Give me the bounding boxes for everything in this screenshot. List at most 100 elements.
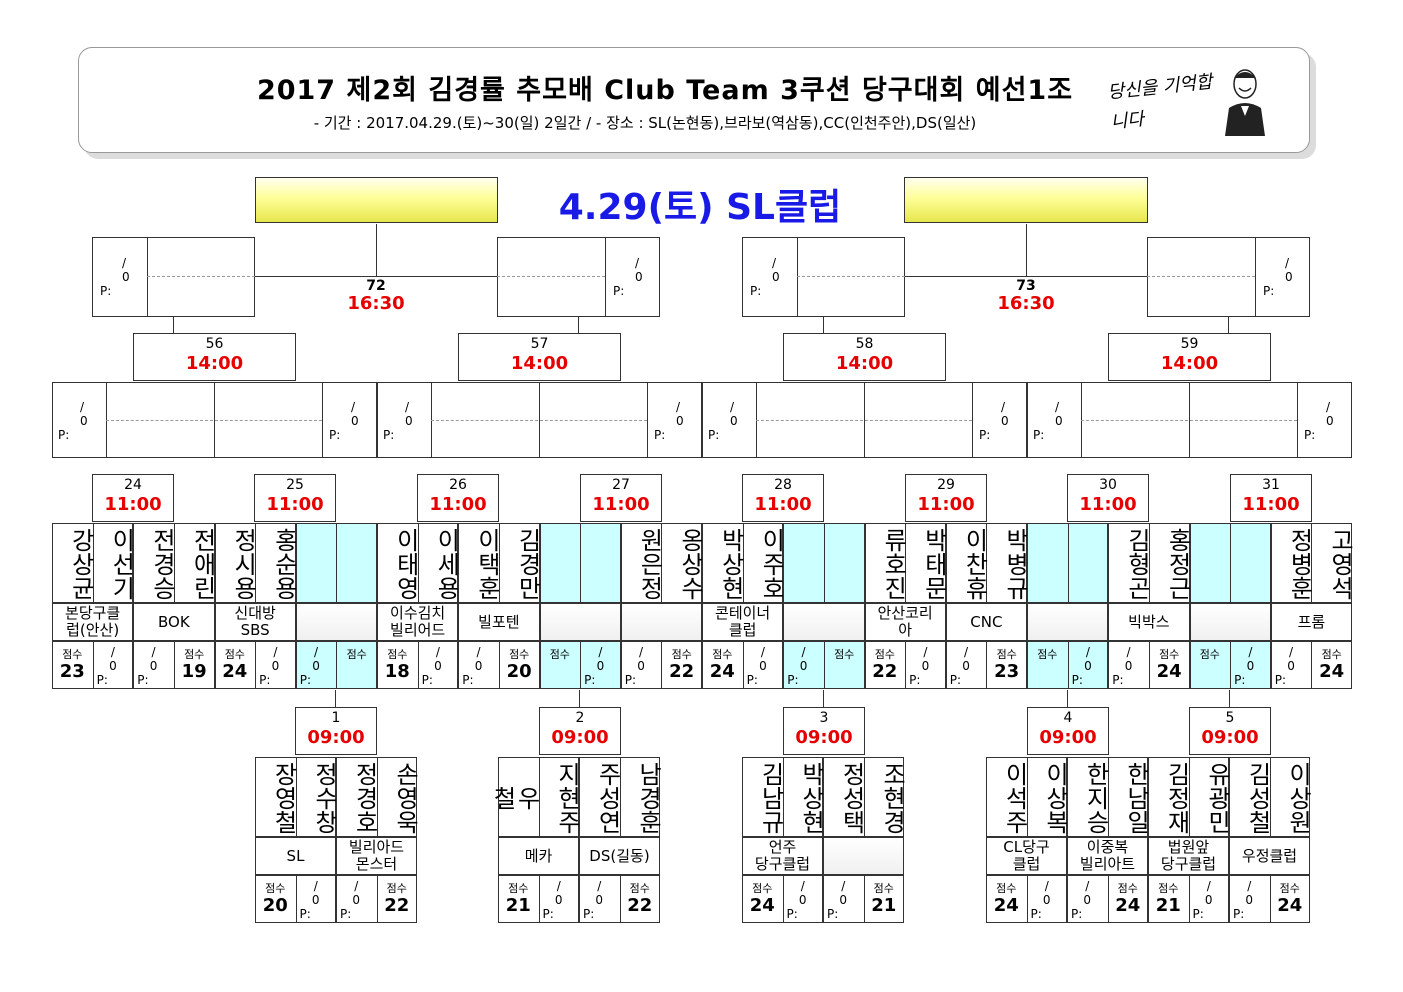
slot-text: /: [598, 645, 603, 659]
player-name: [580, 527, 621, 601]
player-name: 김남규: [756, 762, 785, 834]
player-name: 장영철: [269, 762, 298, 834]
score-divider: [336, 641, 338, 689]
player-name: 손영욱: [391, 762, 419, 834]
slot-text: P:: [383, 428, 395, 442]
slot-text: 0: [1246, 659, 1255, 673]
score-label: 점수: [549, 648, 570, 661]
slot-text: /: [635, 256, 640, 270]
score-divider: [905, 641, 907, 689]
club-line: 법원앞: [1167, 838, 1210, 856]
score-divider: [1148, 641, 1150, 689]
match-number: 4: [1063, 710, 1073, 726]
connector-line: [1229, 690, 1230, 707]
score-label: 점수: [1117, 882, 1138, 895]
club-line: 클럽: [728, 621, 757, 639]
connector-line: [578, 317, 579, 334]
slot-text: 0: [405, 414, 413, 428]
player-name: 김정재: [1162, 762, 1191, 834]
slot-text: P:: [329, 428, 341, 442]
slot-text: /: [1289, 645, 1294, 659]
name-divider: [1188, 757, 1190, 837]
slot-text: /: [923, 645, 928, 659]
dotted-divider: [147, 276, 255, 277]
club-name: 우정클럽: [1229, 837, 1310, 875]
player-name: 한지승: [1081, 762, 1110, 834]
slot-text: /: [801, 645, 806, 659]
empty-slot: /0: [579, 879, 620, 907]
dotted-divider: [497, 276, 605, 277]
score-divider: [1067, 641, 1069, 689]
slot-text: P:: [259, 673, 271, 687]
score-divider: [1107, 875, 1109, 923]
slot-text: P:: [340, 907, 352, 921]
club-line: 신대방: [234, 604, 276, 622]
score-label: 점수: [1037, 648, 1058, 661]
match-number: 28: [774, 477, 792, 493]
slot-text: P:: [1234, 673, 1246, 687]
slot-text: P:: [750, 284, 762, 298]
score-label: 점수: [184, 648, 205, 661]
connector-line: [376, 224, 377, 276]
club-name: [295, 603, 377, 641]
empty-slot: /0: [1108, 645, 1149, 673]
score-divider: [1269, 875, 1271, 923]
name-divider: [1067, 523, 1069, 603]
match-time: 11:00: [1079, 494, 1137, 515]
match-time: 14:00: [185, 353, 244, 374]
match-number: 57: [530, 336, 549, 352]
dotted-divider: [756, 420, 972, 421]
match-number: 30: [1099, 477, 1117, 493]
match-number: 29: [937, 477, 955, 493]
match-time: 09:00: [1039, 727, 1097, 748]
slot-text: P:: [584, 673, 596, 687]
empty-slot: /0: [1068, 645, 1109, 673]
slot-text: /: [435, 645, 440, 659]
empty-slot: /0: [946, 645, 987, 673]
player-name: 전애린: [188, 528, 217, 600]
slot-text: 0: [109, 659, 117, 673]
slot-text: /: [841, 879, 846, 893]
yellow-banner-left: [255, 177, 498, 223]
score-value: 20: [506, 661, 532, 682]
club-line: 빌리아드: [348, 838, 405, 856]
slot-text: 0: [1245, 893, 1254, 907]
match-number: 25: [286, 477, 304, 493]
slot-text: 0: [1001, 414, 1009, 428]
name-divider: [1230, 523, 1232, 603]
slot-text: P:: [1233, 907, 1245, 921]
slot-text: P:: [613, 284, 625, 298]
slot-text: P:: [1033, 428, 1045, 442]
player-name: 우 철: [488, 786, 541, 810]
slot-text: P:: [462, 673, 474, 687]
name-divider: [295, 757, 297, 837]
score-value: 21: [871, 895, 897, 916]
club-line: 빌리아트: [1079, 855, 1136, 873]
match-number: 5: [1225, 710, 1235, 726]
slot-text: /: [639, 645, 644, 659]
empty-slot: /0: [296, 879, 337, 907]
score-value: 24: [749, 895, 775, 916]
club-name: [823, 837, 904, 875]
name-divider: [92, 523, 94, 603]
player-name: 이상원: [1284, 762, 1312, 834]
score-label: 점수: [671, 648, 692, 661]
score-label: 점수: [1159, 648, 1180, 661]
club-line: 언주: [768, 838, 797, 856]
player-name: [1027, 527, 1068, 601]
slot-text: 0: [772, 270, 780, 284]
